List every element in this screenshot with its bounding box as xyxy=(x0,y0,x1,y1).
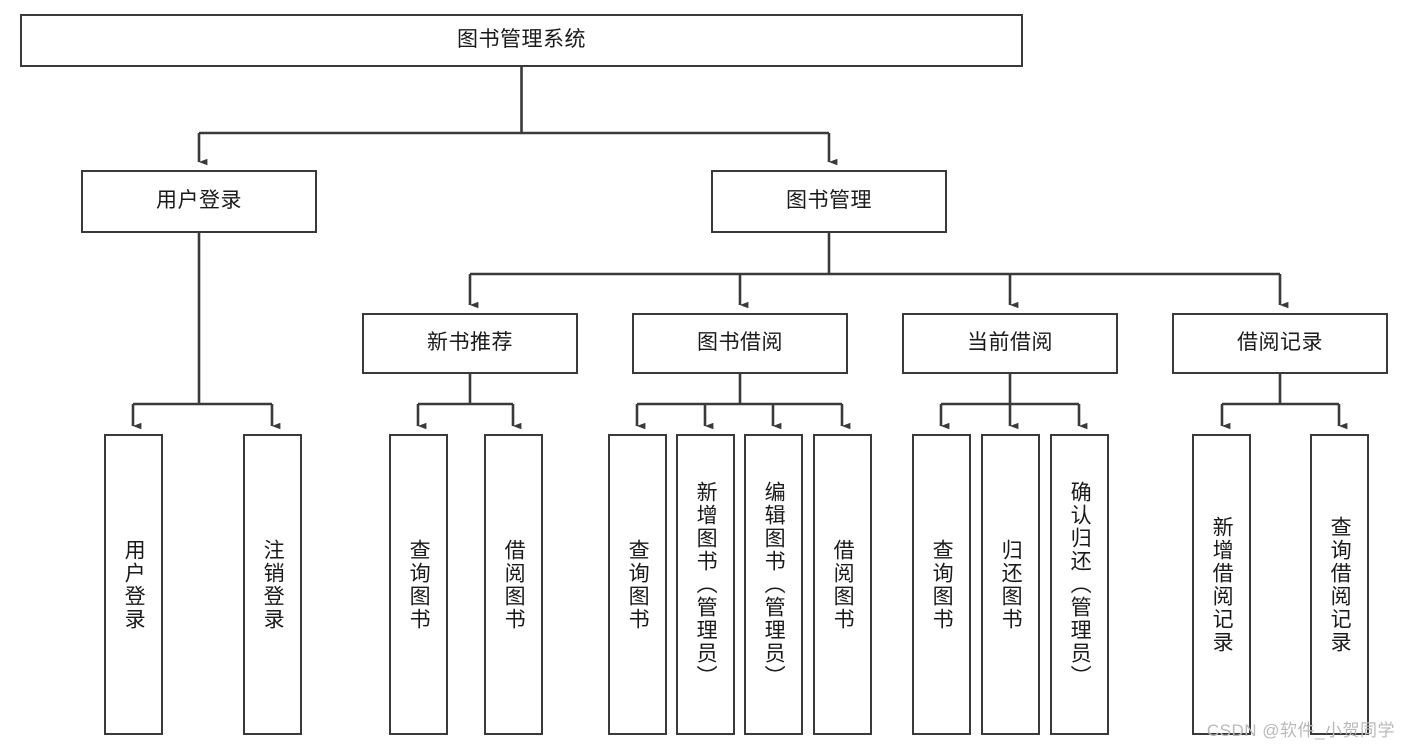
node-leaf-borrow-book-label: 借阅图书 xyxy=(831,538,855,631)
node-leaf-query-borrow-record[interactable]: 查询借阅记录 xyxy=(1310,434,1369,735)
node-leaf-user-login-label: 用户登录 xyxy=(122,538,146,631)
node-leaf-edit-book-admin[interactable]: 编辑图书（管理员） xyxy=(744,434,803,735)
node-leaf-user-login[interactable]: 用户登录 xyxy=(104,434,163,735)
node-leaf-confirm-return-admin[interactable]: 确认归还（管理员） xyxy=(1050,434,1109,735)
node-new-book-recommend[interactable]: 新书推荐 xyxy=(362,313,578,374)
node-current-borrow[interactable]: 当前借阅 xyxy=(902,313,1118,374)
node-new-book-recommend-label: 新书推荐 xyxy=(427,331,513,355)
node-leaf-query-book-borrow-label: 查询图书 xyxy=(626,538,650,631)
node-leaf-query-borrow-record-label: 查询借阅记录 xyxy=(1328,515,1352,654)
node-leaf-query-book-borrow[interactable]: 查询图书 xyxy=(608,434,667,735)
node-borrow-record-label: 借阅记录 xyxy=(1237,331,1323,355)
node-leaf-query-book-current[interactable]: 查询图书 xyxy=(912,434,971,735)
node-leaf-add-book-admin[interactable]: 新增图书（管理员） xyxy=(676,434,735,735)
node-leaf-add-book-admin-label: 新增图书（管理员） xyxy=(694,481,718,688)
node-root-label: 图书管理系统 xyxy=(457,28,586,52)
node-borrow-record[interactable]: 借阅记录 xyxy=(1172,313,1388,374)
node-leaf-borrow-book-recommend[interactable]: 借阅图书 xyxy=(484,434,543,735)
node-leaf-logout[interactable]: 注销登录 xyxy=(243,434,302,735)
node-leaf-add-borrow-record-label: 新增借阅记录 xyxy=(1210,515,1234,654)
node-book-management-label: 图书管理 xyxy=(786,189,872,213)
node-leaf-add-borrow-record[interactable]: 新增借阅记录 xyxy=(1192,434,1251,735)
node-user-login-label: 用户登录 xyxy=(156,189,242,213)
csdn-watermark: CSDN @软件_小贺同学 xyxy=(1206,721,1395,740)
node-user-login[interactable]: 用户登录 xyxy=(81,170,317,233)
node-leaf-confirm-return-admin-label: 确认归还（管理员） xyxy=(1068,481,1092,688)
node-book-borrow-label: 图书借阅 xyxy=(697,331,783,355)
node-current-borrow-label: 当前借阅 xyxy=(967,331,1053,355)
node-leaf-borrow-book-recommend-label: 借阅图书 xyxy=(502,538,526,631)
node-leaf-return-book-label: 归还图书 xyxy=(999,538,1023,631)
node-leaf-edit-book-admin-label: 编辑图书（管理员） xyxy=(762,481,786,688)
node-leaf-query-book-recommend[interactable]: 查询图书 xyxy=(389,434,448,735)
node-leaf-logout-label: 注销登录 xyxy=(261,538,285,631)
node-leaf-borrow-book[interactable]: 借阅图书 xyxy=(813,434,872,735)
node-leaf-query-book-recommend-label: 查询图书 xyxy=(407,538,431,631)
node-book-management[interactable]: 图书管理 xyxy=(711,170,947,233)
node-book-borrow[interactable]: 图书借阅 xyxy=(632,313,848,374)
node-root-book-management-system[interactable]: 图书管理系统 xyxy=(20,14,1023,67)
node-leaf-query-book-current-label: 查询图书 xyxy=(930,538,954,631)
node-leaf-return-book[interactable]: 归还图书 xyxy=(981,434,1040,735)
